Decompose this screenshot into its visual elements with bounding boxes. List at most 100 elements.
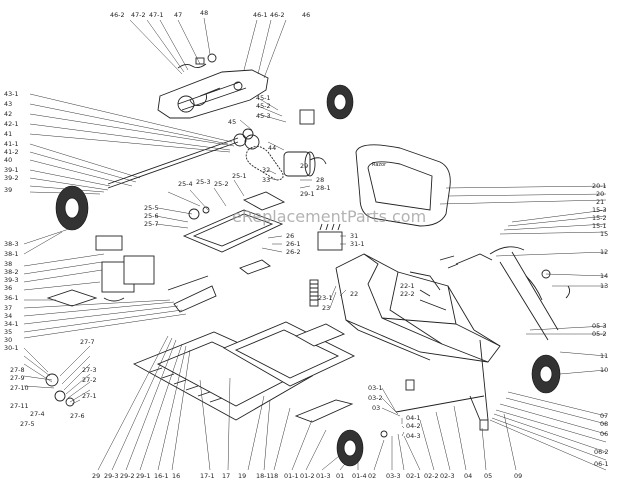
callout: 06	[600, 430, 608, 438]
callout: 05-3	[592, 322, 607, 330]
callout: 29-3	[104, 472, 119, 480]
seat-brand-label: Razor	[372, 162, 387, 168]
callout: 46-2	[270, 11, 285, 19]
callout: 03-3	[386, 472, 401, 480]
callout: 04-3	[406, 432, 421, 440]
callout: 36-1	[4, 294, 19, 302]
callout: 43	[4, 100, 12, 108]
callout: 28-1	[316, 184, 331, 192]
rear-wheel-right	[299, 84, 354, 125]
callout: 45	[228, 118, 236, 126]
callout: 20-1	[592, 182, 607, 190]
callout: 32	[262, 166, 270, 174]
callout: 03-1	[368, 384, 383, 392]
callout: 08	[600, 420, 608, 428]
callout: 27-7	[80, 338, 95, 346]
callout: 25-2	[214, 180, 229, 188]
callout: 09	[514, 472, 522, 480]
drive-motor	[283, 151, 327, 177]
callout: 34	[4, 312, 12, 320]
callout: 41-2	[4, 148, 19, 156]
callout: 25-1	[232, 172, 247, 180]
callout: 26-2	[286, 248, 301, 256]
callout: 27-10	[10, 384, 29, 392]
callout: 38-3	[4, 240, 19, 248]
callout: 40	[4, 156, 12, 164]
callout: 19	[238, 472, 246, 480]
callout: 41-1	[4, 140, 19, 148]
callout: 30-1	[4, 344, 19, 352]
callout: 01	[336, 472, 344, 480]
callout: 35	[4, 328, 12, 336]
callout: 15-2	[592, 214, 607, 222]
callout: 01-2	[300, 472, 315, 480]
callout: 33	[262, 176, 270, 184]
callout: 45-1	[256, 94, 271, 102]
battery-pack	[46, 235, 155, 307]
callout: 29-1	[136, 472, 151, 480]
callout: 25-4	[178, 180, 193, 188]
callout: 27-11	[10, 402, 29, 410]
callout: 06-1	[594, 460, 609, 468]
key-switch	[177, 53, 217, 69]
callout: 45-2	[256, 102, 271, 110]
callout: 29	[92, 472, 100, 480]
callout: 45-3	[256, 112, 271, 120]
callout: 13	[600, 282, 608, 290]
callout: 39-3	[4, 276, 19, 284]
callout: 05	[484, 472, 492, 480]
callout: 15-1	[592, 222, 607, 230]
battery-tray	[182, 191, 286, 253]
callout: 30	[4, 336, 12, 344]
rear-wheel-left	[55, 185, 89, 231]
callout: 20	[596, 190, 604, 198]
callout: 02-2	[424, 472, 439, 480]
front-wheel-bottom	[336, 429, 388, 467]
callout: 47	[174, 11, 182, 19]
callout: 27-8	[10, 366, 25, 374]
callout: 02-3	[440, 472, 455, 480]
hub-assembly	[45, 373, 75, 407]
callout: 29	[300, 162, 308, 170]
callout: 22-1	[400, 282, 415, 290]
callout: 17-1	[200, 472, 215, 480]
callout: 01-3	[316, 472, 331, 480]
callout: 29-1	[300, 190, 315, 198]
callout: 46-2	[110, 11, 125, 19]
callout: 38-2	[4, 268, 19, 276]
callout: 28	[316, 176, 324, 184]
callout: 47-1	[149, 11, 164, 19]
callout: 42	[4, 110, 12, 118]
callout: 15-3	[592, 206, 607, 214]
callout: 03-2	[368, 394, 383, 402]
callout: 42-1	[4, 120, 19, 128]
callout: 23	[322, 304, 330, 312]
callout-labels: 46-2 47-2 47-1 47 48 46-1 46-2 46 43-1 4…	[4, 9, 609, 480]
callout: 29-2	[120, 472, 135, 480]
controller-box	[317, 223, 343, 251]
callout: 46-1	[253, 11, 268, 19]
callout: 39-1	[4, 166, 19, 174]
callout: 37	[4, 304, 12, 312]
callout: 26	[286, 232, 294, 240]
watermark-text: eReplacementParts.com	[232, 207, 426, 226]
callout: 06-2	[594, 448, 609, 456]
callout: 25-7	[144, 220, 159, 228]
leader-lines	[23, 17, 607, 471]
callout: 22-2	[400, 290, 415, 298]
callout: 02	[368, 472, 376, 480]
steering-assembly	[395, 246, 571, 431]
callout: 25-3	[196, 178, 211, 186]
callout: 18-1	[256, 472, 271, 480]
callout: 41	[4, 130, 12, 138]
front-wheel-right	[531, 354, 561, 394]
callout: 34-1	[4, 320, 19, 328]
callout: 07	[600, 412, 608, 420]
callout: 16	[172, 472, 180, 480]
side-bracket	[239, 259, 346, 347]
callout: 31	[350, 232, 358, 240]
callout: 25-6	[144, 212, 159, 220]
callout: 46	[302, 11, 310, 19]
seat: Razor	[355, 144, 451, 227]
